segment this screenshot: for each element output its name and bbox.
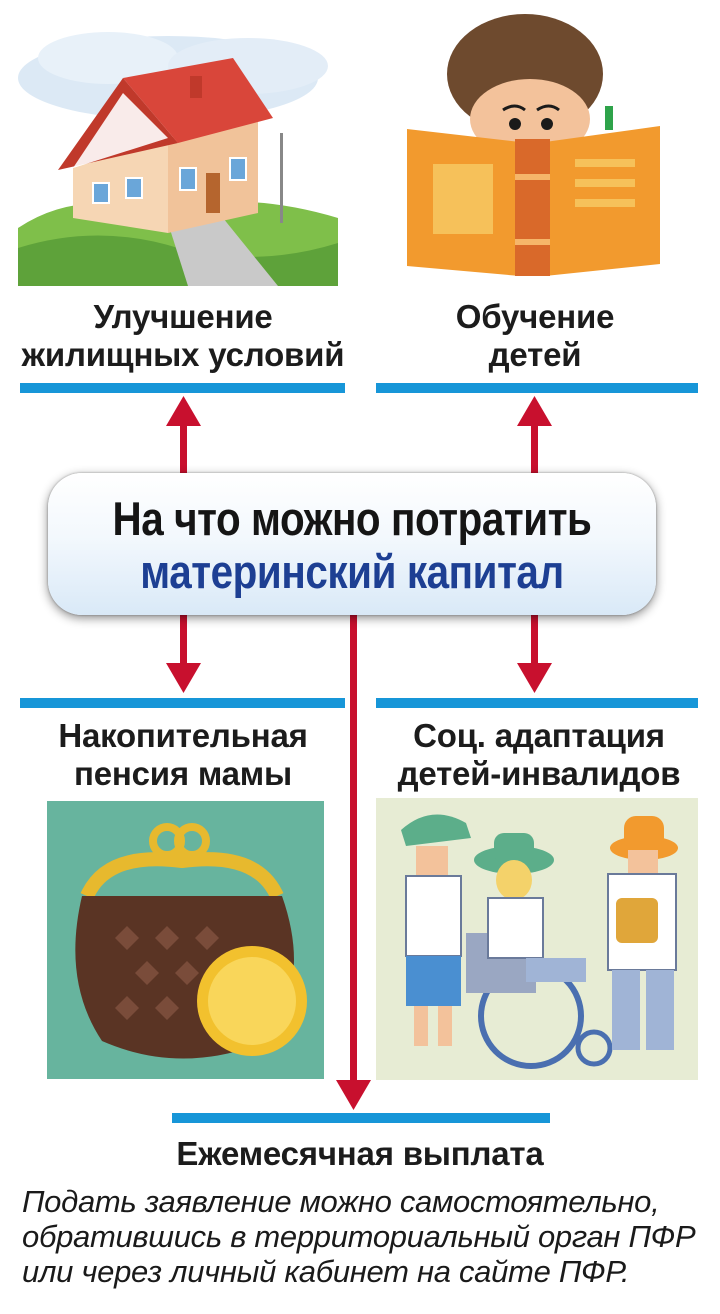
option-adaptation: Соц. адаптация детей-инвалидов bbox=[374, 717, 704, 793]
arrow-up-housing bbox=[180, 418, 187, 476]
arrow-up-education bbox=[531, 418, 538, 476]
arrow-down-adaptation-head bbox=[517, 663, 552, 693]
option-housing-line2: жилищных условий bbox=[21, 336, 345, 373]
application-note-line2: обратившись в территориальный орган ПФР bbox=[22, 1219, 696, 1254]
application-note: Подать заявление можно самостоятельно, о… bbox=[22, 1184, 712, 1289]
purse-coin-illustration bbox=[47, 801, 324, 1079]
divider-bar-pension bbox=[20, 698, 345, 708]
option-housing: Улучшение жилищных условий bbox=[18, 298, 348, 374]
book-reader-illustration bbox=[407, 14, 660, 276]
option-adaptation-line1: Соц. адаптация bbox=[413, 717, 665, 754]
application-note-line3: или через личный кабинет на сайте ПФР. bbox=[22, 1254, 630, 1289]
option-education-line1: Обучение bbox=[455, 298, 615, 335]
arrow-up-education-head bbox=[517, 396, 552, 426]
option-education: Обучение детей bbox=[380, 298, 690, 374]
arrow-down-pension-head bbox=[166, 663, 201, 693]
center-title-line1: На что можно потратить bbox=[112, 492, 592, 545]
center-title-line2: материнский капитал bbox=[140, 545, 564, 598]
divider-bar-adaptation bbox=[376, 698, 698, 708]
application-note-line1: Подать заявление можно самостоятельно, bbox=[22, 1184, 660, 1219]
option-housing-line1: Улучшение bbox=[93, 298, 273, 335]
divider-bar-monthly bbox=[172, 1113, 550, 1123]
option-monthly: Ежемесячная выплата bbox=[120, 1135, 600, 1173]
house-illustration bbox=[18, 32, 338, 286]
option-pension-line1: Накопительная bbox=[58, 717, 308, 754]
center-title-box: На что можно потратить материнский капит… bbox=[48, 473, 656, 615]
option-education-line2: детей bbox=[488, 336, 582, 373]
wheelchair-people-illustration bbox=[376, 798, 698, 1080]
arrow-down-adaptation bbox=[531, 615, 538, 667]
divider-bar-education bbox=[376, 383, 698, 393]
option-pension-line2: пенсия мамы bbox=[73, 755, 292, 792]
arrow-down-monthly bbox=[350, 615, 357, 1085]
option-pension: Накопительная пенсия мамы bbox=[18, 717, 348, 793]
option-adaptation-line2: детей-инвалидов bbox=[397, 755, 681, 792]
option-monthly-label: Ежемесячная выплата bbox=[176, 1135, 544, 1172]
divider-bar-housing bbox=[20, 383, 345, 393]
arrow-down-pension bbox=[180, 615, 187, 667]
arrow-up-housing-head bbox=[166, 396, 201, 426]
arrow-down-monthly-head bbox=[336, 1080, 371, 1110]
